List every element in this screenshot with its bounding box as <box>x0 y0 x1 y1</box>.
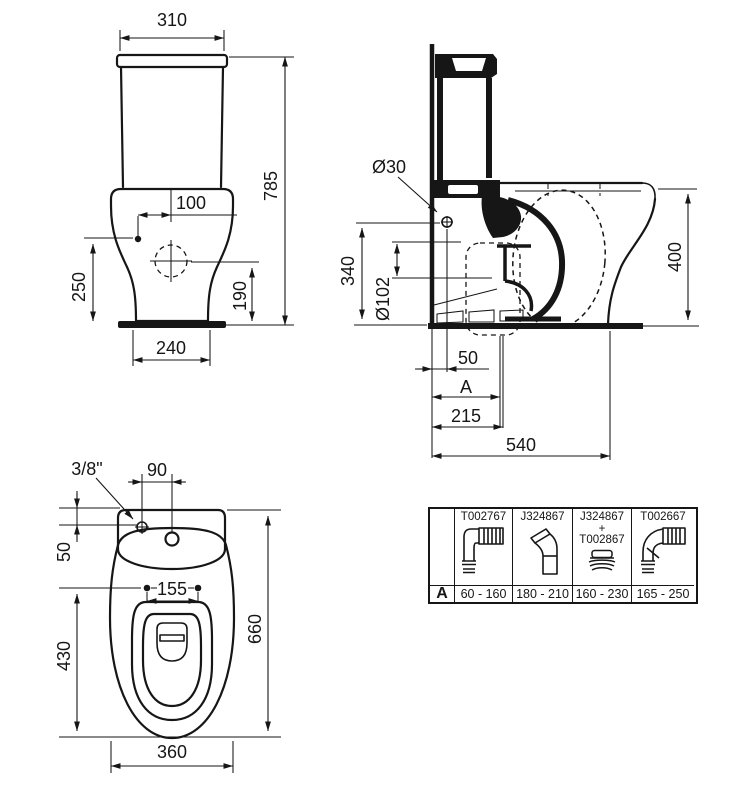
flush-valve-section <box>481 195 522 238</box>
drain-weir <box>159 634 185 642</box>
connector-code-plus: + <box>598 522 606 535</box>
dim-front-height: 785 <box>261 171 281 201</box>
seat-hole-right <box>194 584 202 592</box>
table-col-label: A <box>430 509 454 602</box>
side-view: Ø30 340 Ø102 400 50 A 215 540 <box>338 44 699 460</box>
dim-front-inlet-offset: 100 <box>176 193 206 213</box>
dim-front-trap-height: 190 <box>230 281 250 311</box>
label-outlet-diameter: Ø102 <box>373 277 393 321</box>
offset-gasket-icon <box>588 549 616 571</box>
cistern-wall-back <box>437 78 443 190</box>
dim-side-bowl-height: 400 <box>665 242 685 272</box>
top-view: 3/8" 90 50 155 430 660 360 <box>54 459 281 773</box>
connector-code: J324867 <box>579 511 625 523</box>
connector-range: 165 - 250 <box>636 586 690 601</box>
dim-side-inlet-setback: 50 <box>458 348 478 368</box>
dim-side-inlet-height: 340 <box>338 256 358 286</box>
front-view: 310 785 100 250 190 240 <box>69 10 294 366</box>
dim-top-bowl-width: 360 <box>157 742 187 762</box>
base-plate <box>118 321 226 328</box>
table-col-2: J324867 180 - 210 <box>512 509 572 602</box>
seat-ring-top <box>130 600 214 722</box>
floor-line <box>428 323 643 329</box>
cistern-outline-top <box>116 508 227 571</box>
bowl-outline-top <box>108 526 236 740</box>
bowl-opening-top <box>141 612 203 708</box>
dim-top-seat-holes: 155 <box>157 579 187 599</box>
dim-front-inlet-height: 250 <box>69 272 89 302</box>
seat-hole-left <box>143 584 151 592</box>
dim-front-width: 310 <box>157 10 187 30</box>
cistern-wall-front <box>486 78 492 178</box>
connector-range: 160 - 230 <box>575 586 629 601</box>
table-cell-blank <box>430 509 454 586</box>
supply-leader-line <box>95 477 134 520</box>
connector-table: A T002767 60 - 160 J324867 <box>428 507 698 604</box>
label-supply-connection: 3/8" <box>71 459 102 479</box>
connector-range: 180 - 210 <box>516 586 569 601</box>
elbow-connector-icon <box>461 526 504 573</box>
table-col-4: T002667 165 - 250 <box>631 509 694 602</box>
drain-outline-top <box>156 622 188 662</box>
flush-button-top <box>164 531 180 547</box>
table-col-1: T002767 60 - 160 <box>454 509 512 602</box>
dim-front-base-width: 240 <box>156 338 186 358</box>
dim-top-bowl-length: 430 <box>54 641 74 671</box>
dim-top-inlet-offset: 90 <box>147 460 167 480</box>
cistern-body-front <box>119 65 225 189</box>
label-inlet-diameter: Ø30 <box>372 157 406 177</box>
connector-range: 60 - 160 <box>460 586 507 601</box>
connector-code: J324867 <box>520 511 565 523</box>
connector-code: T002767 <box>460 511 507 523</box>
dim-side-outlet-setback: 215 <box>451 406 481 426</box>
cistern-lid-front <box>115 53 229 69</box>
angled-connector-icon <box>529 527 558 575</box>
hidden-outlet-outline <box>465 242 521 336</box>
inlet-leader-line <box>397 176 438 213</box>
bowl-silhouette-front <box>109 187 235 323</box>
table-col-3: J324867 + T002867 160 - 230 <box>572 509 631 602</box>
connector-code-2: T002867 <box>579 534 625 546</box>
dim-side-variable-A: A <box>460 377 472 397</box>
trapway-section <box>507 197 566 322</box>
table-row-label: A <box>436 584 448 602</box>
connector-code: T002667 <box>640 511 686 523</box>
dim-top-total-length: 660 <box>245 614 265 644</box>
hidden-bowl-outline <box>512 189 606 329</box>
bowl-front-profile <box>606 197 657 326</box>
elbow-connector-right-icon <box>641 526 686 573</box>
dim-side-total-depth: 540 <box>506 435 536 455</box>
flush-button-recess <box>452 58 486 71</box>
dim-top-inlet-setback: 50 <box>54 542 74 562</box>
